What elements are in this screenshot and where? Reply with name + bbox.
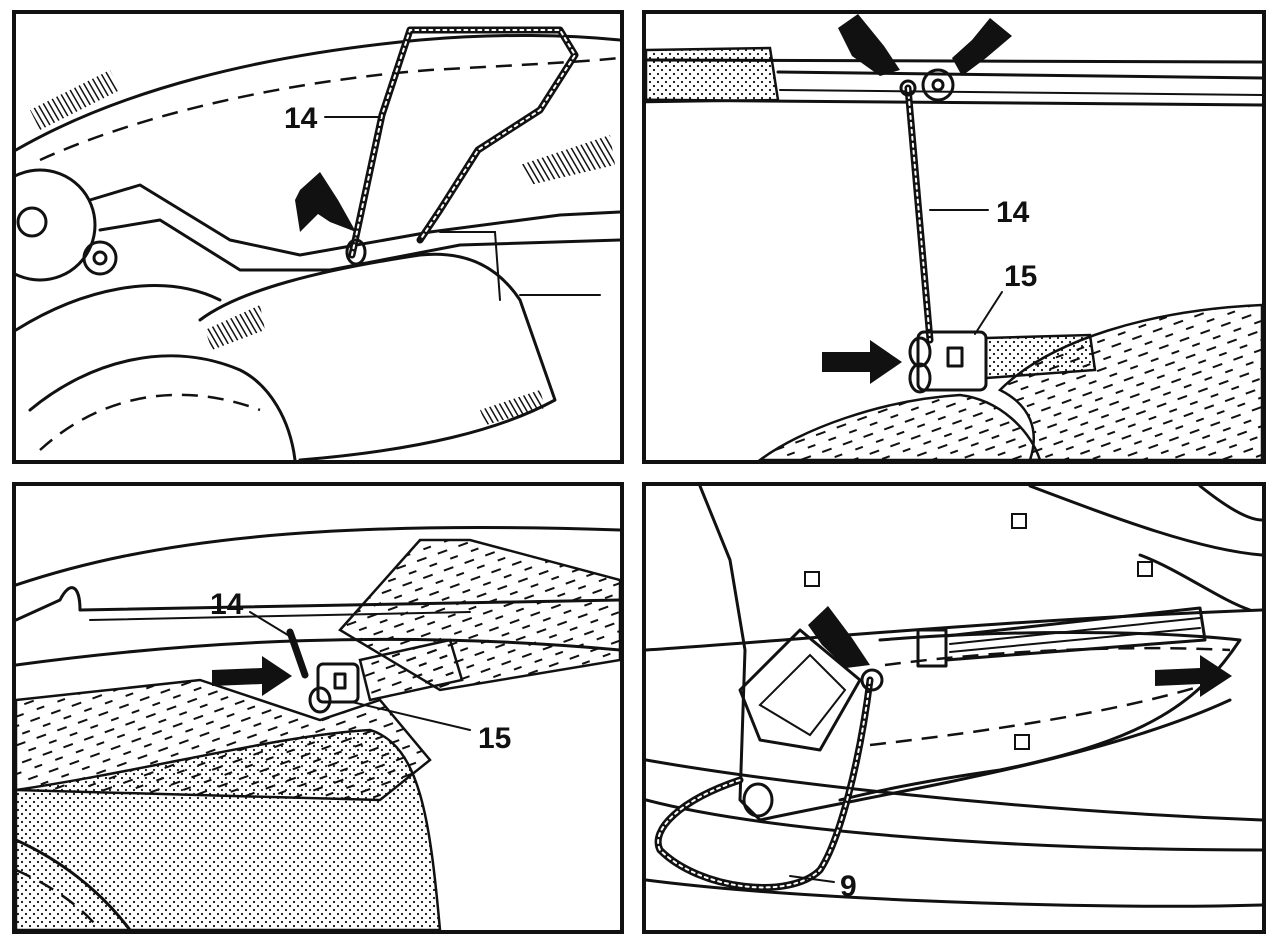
grip-groove [949, 627, 1201, 653]
bag-top-edge [1198, 486, 1262, 522]
pointer-arrow-icon [822, 340, 902, 384]
deck-line [646, 758, 1262, 822]
panel-frame [642, 10, 1266, 464]
panel-bottom-left: 14 15 [12, 482, 624, 934]
handle-ridge [16, 586, 620, 622]
panel-frame [642, 482, 1266, 934]
marking [1014, 734, 1030, 750]
callout-leader [351, 701, 471, 731]
marking [1011, 513, 1027, 529]
cord-loop [908, 362, 932, 394]
strap [358, 638, 464, 702]
handle-arm [88, 183, 620, 257]
bag-flap [738, 628, 862, 752]
handle-bar-bottom [646, 98, 1262, 107]
bag-flap-inner [758, 653, 847, 737]
callout-9: 9 [840, 870, 857, 903]
callout-leader [789, 875, 835, 883]
handle-bar-mid [776, 70, 1262, 80]
stitch-line [869, 678, 1221, 747]
pointer-arrow-icon [295, 172, 356, 232]
eyelet [921, 68, 955, 102]
panel-top-left: 14 [12, 10, 624, 464]
clip-slot [333, 672, 347, 690]
panel-top-right: 14 15 [642, 10, 1266, 464]
grass-bag-mesh [757, 393, 1042, 460]
rubber-grip [646, 46, 780, 104]
cord-knob [860, 668, 884, 692]
callout-14: 14 [284, 102, 318, 135]
pointer-arrow-icon [838, 14, 900, 76]
wheel [16, 168, 97, 282]
callout-leader [974, 291, 1003, 335]
handle-arm-lower [98, 218, 620, 272]
shading [30, 70, 120, 130]
bag-fold [1138, 553, 1252, 612]
shading [520, 135, 615, 185]
callout-15: 15 [1004, 260, 1037, 293]
cord-knot [899, 79, 917, 97]
grass-bag-front [16, 728, 442, 930]
deck-line [646, 878, 1262, 908]
bolt-center [92, 250, 108, 266]
handle-loop [838, 631, 1242, 802]
grass-bag-mesh [997, 303, 1262, 460]
pointer-arrow-icon [1155, 655, 1232, 697]
cord-loop [308, 686, 332, 714]
panel-frame [12, 482, 624, 934]
callout-leader [249, 611, 297, 641]
pointer-arrow-icon [212, 656, 292, 696]
deck-line [646, 798, 1262, 852]
wheel-hub [16, 206, 48, 238]
clip-slot [946, 346, 964, 368]
panel-frame [12, 10, 624, 464]
wheel-stitch [16, 868, 101, 930]
cord-9 [654, 676, 874, 891]
roll-end [742, 782, 774, 818]
guard-stitch [39, 393, 261, 451]
cord-hook [345, 238, 367, 266]
wheel-arc [16, 838, 132, 930]
guard-arc [16, 284, 222, 332]
cord-loop [908, 336, 932, 368]
panel-bottom-right: 9 [642, 482, 1266, 934]
eyelet-hole [931, 78, 945, 92]
bag-frame [439, 231, 501, 301]
bag-shading [205, 305, 265, 350]
handle-line [779, 89, 1262, 96]
callout-14: 14 [996, 196, 1030, 229]
pointer-arrow-icon [808, 606, 870, 668]
bag-top-edge [1028, 486, 1262, 557]
callout-15: 15 [478, 722, 511, 755]
stitch-line [39, 56, 620, 162]
handle-rail [646, 608, 1262, 652]
bag-outline [698, 486, 1232, 822]
grip-groove [949, 617, 1201, 645]
marking [804, 571, 820, 587]
pointer-arrow-icon [952, 18, 1012, 76]
grass-bag [198, 252, 557, 460]
cord-14 [348, 26, 579, 259]
cord-14 [286, 628, 309, 679]
bag-shading [480, 390, 545, 425]
deck-edge [16, 33, 620, 152]
callout-14: 14 [210, 588, 244, 621]
marking [1137, 561, 1153, 577]
grip [944, 606, 1207, 662]
bolt [82, 240, 118, 276]
guard-arc [28, 354, 297, 460]
clip-15 [316, 662, 360, 704]
handle-edge [16, 525, 620, 587]
